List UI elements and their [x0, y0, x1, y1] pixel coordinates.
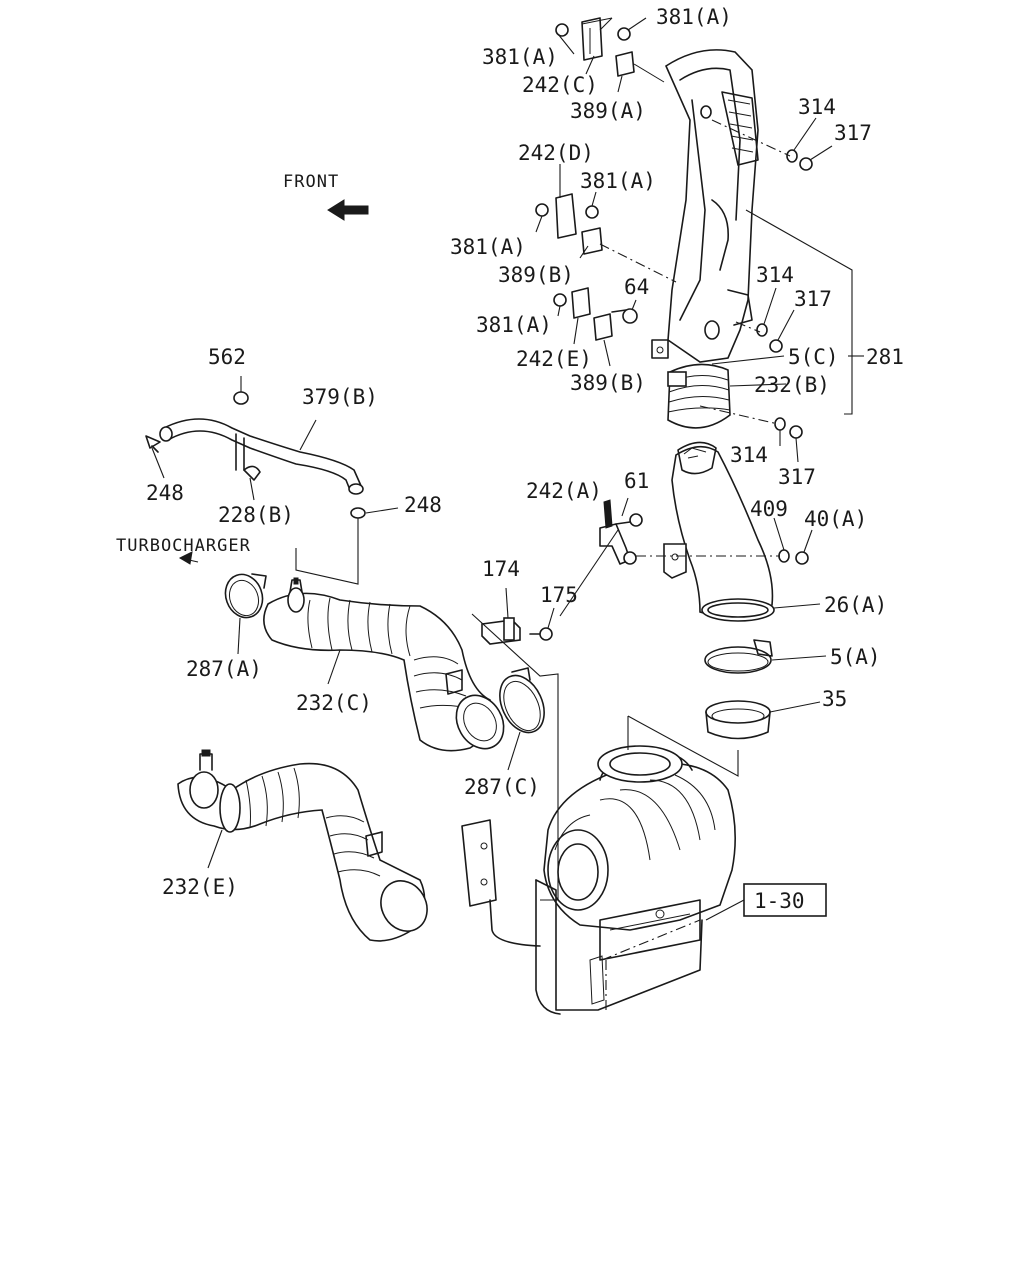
- callout-26a: 26(A): [824, 593, 887, 617]
- front-arrow-icon: [327, 199, 369, 221]
- hardware-top-bracket: [555, 17, 665, 83]
- hardware-314-317-top: [786, 149, 813, 171]
- callout-64: 64: [624, 275, 649, 299]
- callout-389b: 389(B): [498, 263, 574, 287]
- callout-61: 61: [624, 469, 649, 493]
- clamp-287a: [224, 573, 267, 619]
- seal-ring-35: [705, 700, 771, 740]
- sensor-174: [481, 617, 521, 645]
- reference-box: 1-30: [743, 883, 827, 917]
- callout-175: 175: [540, 583, 578, 607]
- callout-281: 281: [866, 345, 904, 369]
- mounting-bracket-frame: [461, 819, 703, 1015]
- callout-40a: 40(A): [804, 507, 867, 531]
- clamp-287c: [499, 667, 545, 734]
- bolt-175: [529, 627, 553, 641]
- air-snorkel-duct: [651, 49, 759, 363]
- intake-hose-232e: [177, 749, 428, 942]
- elbow-duct-26a: [663, 441, 775, 622]
- nut-562: [233, 391, 249, 405]
- callout-389a: 389(A): [570, 99, 646, 123]
- callout-248: 248: [404, 493, 442, 517]
- callout-228b: 228(B): [218, 503, 294, 527]
- callout-381a: 381(A): [656, 5, 732, 29]
- callout-242d: 242(D): [518, 141, 594, 165]
- callout-232b: 232(B): [754, 373, 830, 397]
- callout-317: 317: [778, 465, 816, 489]
- callout-232c: 232(C): [296, 691, 372, 715]
- callout-5c: 5(C): [788, 345, 839, 369]
- air-cleaner-assembly: [543, 745, 736, 961]
- callout-287c: 287(C): [464, 775, 540, 799]
- callout-248: 248: [146, 481, 184, 505]
- callout-174: 174: [482, 557, 520, 581]
- hose-clip-248-left: [145, 435, 161, 453]
- callout-379b: 379(B): [302, 385, 378, 409]
- callout-5a: 5(A): [830, 645, 881, 669]
- hardware-lower-bracket: [553, 287, 638, 341]
- callout-389b: 389(B): [570, 371, 646, 395]
- callout-242a: 242(A): [526, 479, 602, 503]
- clip-228b: [243, 465, 261, 481]
- turbocharger-label: TURBOCHARGER: [116, 536, 251, 556]
- callout-242c: 242(C): [522, 73, 598, 97]
- callout-35: 35: [822, 687, 847, 711]
- callout-409: 409: [750, 497, 788, 521]
- callout-314: 314: [730, 443, 768, 467]
- callout-287a: 287(A): [186, 657, 262, 681]
- callout-labels: 381(A) 381(A) 242(C) 389(A) 314 317 242(…: [146, 5, 904, 899]
- callout-381a: 381(A): [580, 169, 656, 193]
- callout-232e: 232(E): [162, 875, 238, 899]
- callout-314: 314: [756, 263, 794, 287]
- front-label: FRONT: [283, 172, 339, 192]
- callout-562: 562: [208, 345, 246, 369]
- intake-hose-232c: [263, 577, 505, 752]
- callout-317: 317: [834, 121, 872, 145]
- callout-317: 317: [794, 287, 832, 311]
- callout-381a: 381(A): [450, 235, 526, 259]
- reference-box-label: 1-30: [754, 889, 805, 913]
- callout-381a: 381(A): [476, 313, 552, 337]
- front-direction-indicator: FRONT: [283, 172, 369, 221]
- hardware-314-317-low: [774, 417, 803, 439]
- leader-lines: [151, 17, 864, 921]
- hardware-242a-bracket: [599, 499, 809, 565]
- vent-hose-379b: [159, 418, 364, 495]
- hose-clip-248-right: [350, 507, 366, 519]
- callout-242e: 242(E): [516, 347, 592, 371]
- bellows-232b: [667, 363, 731, 429]
- callout-314: 314: [798, 95, 836, 119]
- clamp-5a: [704, 639, 773, 674]
- callout-381a: 381(A): [482, 45, 558, 69]
- hardware-mid-bracket: [535, 193, 603, 255]
- hardware-314-317-mid: [756, 323, 783, 353]
